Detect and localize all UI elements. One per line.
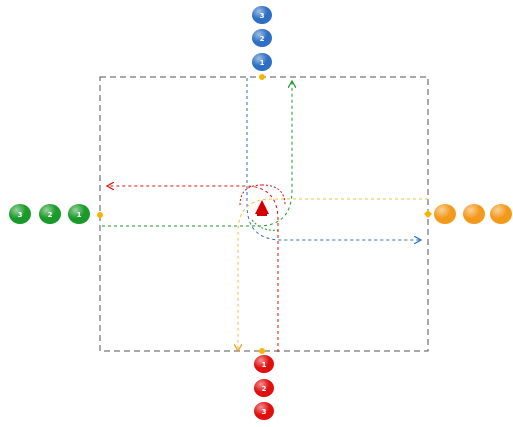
junction-west: [97, 212, 103, 218]
queue-ball-label: 3: [260, 12, 265, 20]
queue-ball: [434, 204, 456, 224]
junction-markers: [97, 74, 432, 354]
junction-south: [259, 348, 265, 354]
warning-triangle-icon: [255, 200, 269, 216]
queue-ball: 2: [39, 204, 61, 224]
queue-ball: 1: [68, 204, 90, 224]
west-queue: 3 2 1: [9, 204, 90, 224]
queue-ball-label: 1: [77, 211, 82, 219]
center-arc-red-2: [261, 184, 286, 206]
queue-ball: 2: [252, 29, 272, 47]
queue-ball-label: 3: [18, 211, 23, 219]
junction-east: [424, 210, 432, 218]
north-queue: 3 2 1: [252, 6, 272, 71]
queue-ball: 1: [254, 355, 274, 373]
queue-ball: 2: [254, 379, 274, 397]
east-queue: [434, 204, 512, 224]
queue-ball: 1: [252, 53, 272, 71]
queue-ball: 3: [9, 204, 31, 224]
queue-ball-label: 2: [260, 35, 265, 43]
queue-ball-label: 2: [262, 385, 267, 393]
queue-ball-label: 3: [262, 408, 267, 416]
queue-ball-label: 1: [262, 361, 267, 369]
queue-ball-label: 2: [48, 211, 53, 219]
junction-north: [259, 74, 265, 80]
east-path: [238, 198, 428, 350]
queue-ball: [463, 204, 485, 224]
north-path: [246, 78, 420, 240]
center-arc-red: [239, 184, 263, 206]
south-path: [108, 186, 279, 352]
south-queue: 1 2 3: [254, 355, 274, 420]
queue-ball: 3: [254, 402, 274, 420]
queue-ball: 3: [252, 6, 272, 24]
queue-ball: [490, 204, 512, 224]
queue-ball-label: 1: [260, 59, 265, 67]
